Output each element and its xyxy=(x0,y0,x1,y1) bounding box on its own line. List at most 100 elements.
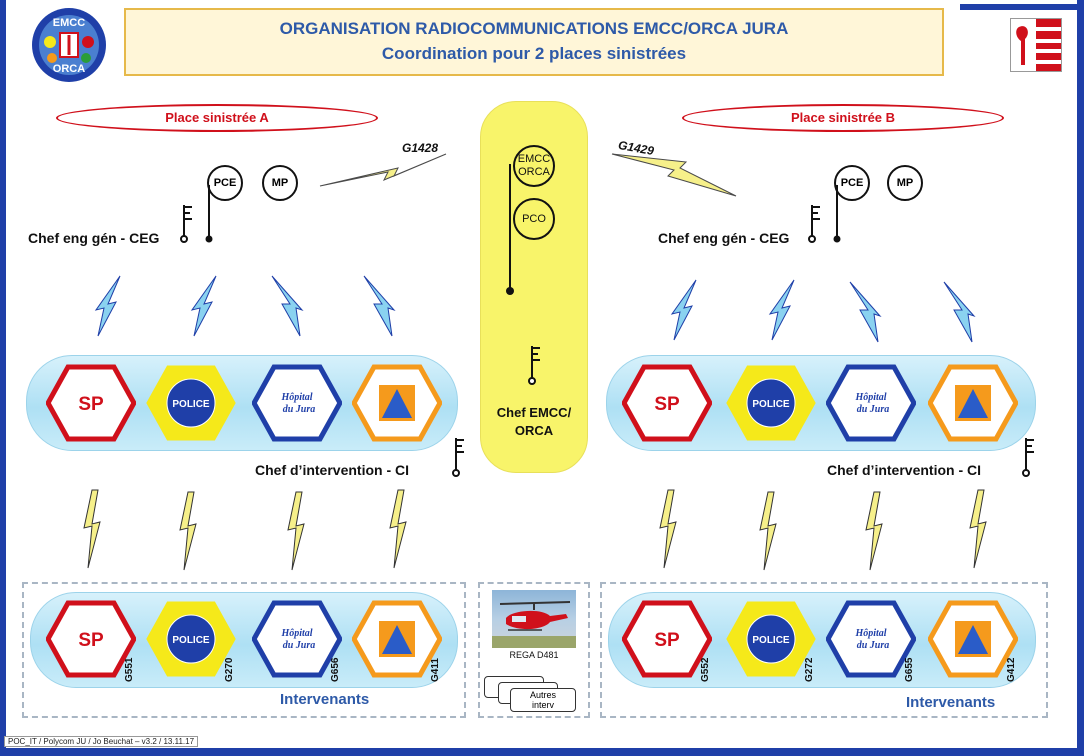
intervenants-label-b: Intervenants xyxy=(906,694,996,711)
rega-label: REGA D481 xyxy=(509,650,559,660)
sp-unit-hexagon: SP xyxy=(621,600,713,678)
sp-unit-hexagon: SP xyxy=(45,600,137,678)
blue-lightning-icon xyxy=(670,279,697,341)
center-radio-line xyxy=(506,164,514,295)
police-unit-hexagon: POLICE xyxy=(726,600,816,678)
other-interv-line1: Autres xyxy=(529,690,556,700)
intervenants-box-a xyxy=(22,582,466,718)
unit-callsign-label: G656 xyxy=(330,657,341,682)
other-interv-line2: interv xyxy=(531,700,554,710)
hopital-label-line1: Hôpital xyxy=(280,392,312,403)
yellow-lightning-icon xyxy=(287,491,305,571)
blue-lightning-icon xyxy=(849,281,882,343)
radio-link-b-icon xyxy=(611,153,737,197)
yellow-lightning-icon xyxy=(659,489,677,569)
mp-bubble-b: MP xyxy=(887,165,923,201)
chef-ceg-label-b: Chef eng gén - CEG xyxy=(658,230,790,246)
page-title: ORGANISATION RADIOCOMMUNICATIONS EMCC/OR… xyxy=(279,19,789,38)
footer-version: POC_IT / Polycom JU / Jo Beuchat – v3.2 … xyxy=(4,736,199,747)
blue-lightning-icon xyxy=(768,279,795,341)
pce-bubble-b: PCE xyxy=(834,165,870,201)
unit-callsign-label: G270 xyxy=(224,657,235,682)
sp-label: SP xyxy=(78,394,104,415)
logo-text-top: EMCC xyxy=(53,17,85,29)
radio-key-icon xyxy=(528,346,540,385)
police-label: POLICE xyxy=(752,399,790,410)
unit-callsign-label: G412 xyxy=(1006,657,1017,682)
place-b-label: Place sinistrée B xyxy=(682,104,1004,132)
unit-callsign-label: G655 xyxy=(904,657,915,682)
ci-label-a: Chef d’intervention - CI xyxy=(255,462,409,478)
blue-lightning-icon xyxy=(363,275,396,337)
frame-left-border xyxy=(0,0,6,756)
hopital-label-line1: Hôpital xyxy=(854,392,886,403)
jura-flag-logo xyxy=(1010,18,1062,72)
civil-protection-unit-hexagon xyxy=(351,600,443,678)
yellow-lightning-icon xyxy=(389,489,407,569)
title-box: ORGANISATION RADIOCOMMUNICATIONS EMCC/OR… xyxy=(124,8,944,76)
emcc-bubble-line2: ORCA xyxy=(518,166,550,178)
unit-callsign-label: G411 xyxy=(430,658,441,682)
sp-label: SP xyxy=(78,630,104,651)
emcc-bubble-line1: EMCC xyxy=(517,153,551,165)
police-label: POLICE xyxy=(172,635,210,646)
radio-key-icon xyxy=(808,185,841,243)
police-label: POLICE xyxy=(752,635,790,646)
sp-unit-hexagon: SP xyxy=(45,364,137,442)
hopital-label-line2: du Jura xyxy=(283,404,316,415)
chef-emcc-line2: ORCA xyxy=(514,423,554,438)
unit-callsign-label: G551 xyxy=(124,657,135,682)
other-interv-card: Autres interv xyxy=(510,688,576,712)
radio-key-icon xyxy=(452,438,464,477)
police-label: POLICE xyxy=(172,399,210,410)
sp-label: SP xyxy=(654,630,680,651)
hopital-label-line2: du Jura xyxy=(283,640,316,651)
page-subtitle: Coordination pour 2 places sinistrées xyxy=(381,44,687,63)
rega-helicopter-image xyxy=(492,590,576,648)
place-a-label: Place sinistrée A xyxy=(56,104,378,132)
frame-right-border xyxy=(1077,0,1084,756)
radio-key-icon xyxy=(1022,438,1034,477)
mp-bubble-a: MP xyxy=(262,165,298,201)
police-unit-hexagon: POLICE xyxy=(726,364,816,442)
chef-emcc-label: Chef EMCC/ ORCA xyxy=(484,404,584,440)
sp-label: SP xyxy=(654,394,680,415)
blue-lightning-icon xyxy=(94,275,121,337)
logo-text-bottom: ORCA xyxy=(53,63,85,75)
police-unit-hexagon: POLICE xyxy=(146,364,236,442)
sp-unit-hexagon: SP xyxy=(621,364,713,442)
yellow-lightning-icon xyxy=(865,491,883,571)
civil-protection-unit-hexagon xyxy=(927,600,1019,678)
pce-bubble-a: PCE xyxy=(207,165,243,201)
chef-ceg-label-a: Chef eng gén - CEG xyxy=(28,230,160,246)
ci-label-b: Chef d’intervention - CI xyxy=(827,462,981,478)
pco-bubble: PCO xyxy=(513,198,555,240)
frame-bottom-border xyxy=(0,748,1084,756)
blue-lightning-icon xyxy=(943,281,976,343)
hopital-label-line1: Hôpital xyxy=(280,628,312,639)
emcc-orca-logo: EMCC ORCA xyxy=(30,6,108,84)
yellow-lightning-icon xyxy=(759,491,777,571)
yellow-lightning-icon xyxy=(179,491,197,571)
hopital-label-line2: du Jura xyxy=(857,404,890,415)
blue-lightning-icon xyxy=(190,275,217,337)
unit-callsign-label: G272 xyxy=(804,657,815,682)
civil-protection-unit-hexagon xyxy=(927,364,1019,442)
civil-protection-unit-hexagon xyxy=(351,364,443,442)
hopital-label-line2: du Jura xyxy=(857,640,890,651)
yellow-lightning-icon xyxy=(83,489,101,569)
intervenants-label-a: Intervenants xyxy=(280,691,370,708)
hopital-label-line1: Hôpital xyxy=(854,628,886,639)
frame-top-border xyxy=(960,4,1084,10)
callsign-a: G1428 xyxy=(402,141,439,155)
intervenants-box-b xyxy=(600,582,1048,718)
radio-key-icon xyxy=(180,185,213,243)
emcc-orca-bubble: EMCC ORCA xyxy=(513,145,555,187)
radio-link-a-icon xyxy=(319,153,447,187)
yellow-lightning-icon xyxy=(969,489,987,569)
police-unit-hexagon: POLICE xyxy=(146,600,236,678)
unit-callsign-label: G552 xyxy=(700,657,711,682)
